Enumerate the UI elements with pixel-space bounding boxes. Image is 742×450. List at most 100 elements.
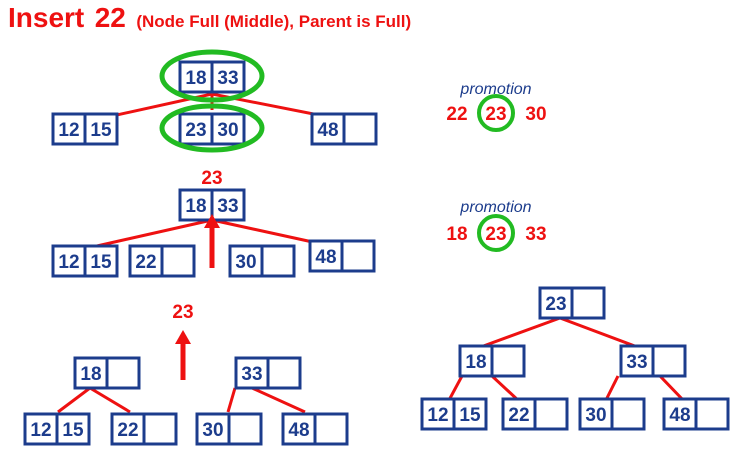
- key-cell: [228, 244, 264, 278]
- key-label: 48: [315, 247, 336, 268]
- p4-mid-node: 18: [458, 344, 526, 378]
- p2-promotion-label: promotion: [459, 199, 531, 216]
- key-cell: [313, 412, 349, 446]
- key-cell: [210, 60, 246, 94]
- p4-root-node: 23: [538, 286, 606, 320]
- p2-child-node: 12 15: [51, 244, 119, 278]
- p1-child-node: 23 30: [178, 112, 246, 146]
- key-cell: [342, 112, 378, 146]
- key-label: 12: [58, 120, 79, 141]
- key-cell: [619, 344, 655, 378]
- p1-child-highlight: [159, 103, 265, 153]
- key-cell: [490, 344, 526, 378]
- key-cell: [142, 412, 178, 446]
- key-cell: [651, 344, 687, 378]
- key-label: 18: [80, 364, 101, 385]
- edge: [477, 316, 561, 350]
- key-cell: [694, 397, 730, 431]
- key-cell: [210, 188, 246, 222]
- title-number: 22: [94, 2, 126, 33]
- key-cell: [160, 244, 196, 278]
- p3-left-root-node: 18: [73, 356, 141, 390]
- key-label: 48: [317, 120, 338, 141]
- key-cell: [570, 286, 606, 320]
- key-label: 12: [30, 420, 51, 441]
- key-label: 15: [90, 252, 112, 273]
- edge: [251, 386, 306, 414]
- key-cell: [178, 112, 214, 146]
- key-label: 15: [90, 120, 112, 141]
- key-cell: [340, 239, 376, 273]
- key-cell: [260, 244, 296, 278]
- p2-promotion-left: 18: [446, 224, 467, 245]
- title-subtitle: (Node Full (Middle), Parent is Full): [136, 12, 412, 31]
- p2-promotion-right: 33: [525, 224, 546, 245]
- key-label: 33: [217, 68, 238, 89]
- key-label: 33: [626, 352, 647, 373]
- key-label: 48: [669, 405, 690, 426]
- p2-child-node: 48: [308, 239, 376, 273]
- p4-leaf-node: 48: [662, 397, 730, 431]
- arrow-head: [204, 214, 220, 228]
- p1-promotion-right: 30: [525, 104, 546, 125]
- key-label: 30: [585, 405, 606, 426]
- p3-leaf-node: 30: [195, 412, 263, 446]
- key-cell: [662, 397, 698, 431]
- p1-promotion-label: promotion: [459, 81, 531, 98]
- edge: [87, 218, 213, 250]
- key-label: 23: [545, 294, 566, 315]
- key-cell: [83, 112, 119, 146]
- key-cell: [610, 397, 646, 431]
- page-title: Insert 22 (Node Full (Middle), Parent is…: [8, 2, 411, 34]
- key-cell: [458, 344, 494, 378]
- p2-promotion-middle: 23: [485, 224, 506, 245]
- key-cell: [310, 112, 346, 146]
- p3-leaf-node: 22: [110, 412, 178, 446]
- arrow-head: [175, 330, 191, 344]
- p3-right-root-node: 33: [234, 356, 302, 390]
- key-label: 12: [427, 405, 448, 426]
- key-cell: [83, 244, 119, 278]
- p1-promotion-circle: [477, 94, 515, 132]
- key-cell: [55, 412, 91, 446]
- key-label: 48: [288, 420, 309, 441]
- p1-child-node: 12 15: [51, 112, 119, 146]
- edge: [89, 386, 131, 414]
- key-cell: [452, 397, 488, 431]
- p3-promoted-key: 23: [172, 302, 193, 323]
- key-cell: [533, 397, 569, 431]
- p4-leaf-node: 22: [501, 397, 569, 431]
- edge: [559, 316, 641, 350]
- key-label: 12: [58, 252, 79, 273]
- key-label: 33: [241, 364, 262, 385]
- key-cell: [178, 60, 214, 94]
- key-label: 22: [135, 252, 156, 273]
- p1-root-highlight: [159, 49, 265, 103]
- key-label: 30: [217, 120, 238, 141]
- p3-leaf-node: 12 15: [23, 412, 91, 446]
- p2-promotion-arrow: [204, 214, 220, 268]
- key-cell: [128, 244, 164, 278]
- key-label: 18: [465, 352, 486, 373]
- key-cell: [105, 356, 141, 390]
- key-label: 18: [185, 196, 206, 217]
- key-label: 15: [62, 420, 84, 441]
- p1-promotion-middle: 23: [485, 104, 506, 125]
- edge: [226, 387, 237, 413]
- p4-mid-node: 33: [619, 344, 687, 378]
- p3-promotion-arrow: [175, 330, 191, 380]
- key-cell: [227, 412, 263, 446]
- key-label: 22: [117, 420, 138, 441]
- key-label: 18: [185, 68, 206, 89]
- p2-promoted-key: 23: [201, 168, 222, 189]
- key-cell: [210, 112, 246, 146]
- p2-child-node: 30: [228, 244, 296, 278]
- p1-child-node: 48: [310, 112, 378, 146]
- key-label: 33: [217, 196, 238, 217]
- key-label: 30: [235, 252, 256, 273]
- key-label: 23: [185, 120, 206, 141]
- key-cell: [266, 356, 302, 390]
